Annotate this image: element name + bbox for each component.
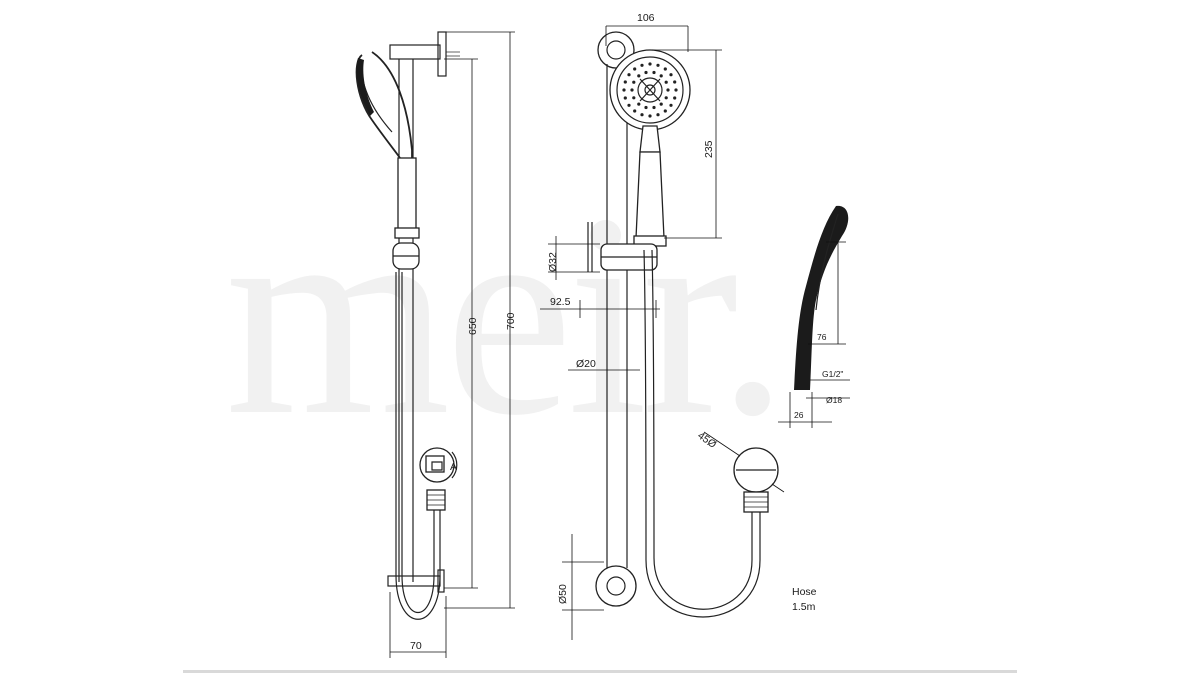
nozzle-dot: [640, 63, 644, 67]
nozzle-dot: [637, 102, 641, 106]
nozzle-dot: [648, 114, 652, 118]
dim-head-to-grip: 235: [703, 140, 715, 158]
handle-detail: 76 G1/2" Ø18 26: [778, 205, 850, 428]
dim-rail-height: 650: [467, 317, 479, 335]
nozzle-dot: [656, 63, 660, 67]
dim-rail-dia: Ø20: [576, 358, 596, 370]
spray-nozzles: [622, 62, 678, 118]
nozzle-dot: [633, 67, 637, 71]
nozzle-dot: [648, 62, 652, 66]
nozzle-dot: [652, 105, 656, 110]
nozzle-dot: [633, 109, 637, 113]
nozzle-dot: [663, 67, 667, 71]
nozzle-dot: [632, 96, 636, 100]
nozzle-dot: [640, 113, 644, 117]
nozzle-dot: [656, 113, 660, 117]
hose-length: 1.5m: [792, 601, 816, 613]
nozzle-dot: [652, 70, 656, 75]
nozzle-dot: [663, 109, 667, 113]
dim-elbow-dia: 45Ø: [695, 430, 718, 451]
dim-projection: 70: [410, 640, 422, 652]
nozzle-dot: [644, 105, 648, 110]
nozzle-dot: [674, 88, 678, 92]
dim-hose-end-dia: Ø18: [826, 395, 842, 405]
baseline-rule: [183, 670, 1017, 673]
dim-head-width: 106: [637, 12, 655, 24]
nozzle-dot: [627, 103, 631, 107]
dim-bracket-dia: Ø32: [547, 252, 559, 272]
dim-overall-height: 700: [505, 312, 517, 330]
dim-handle-base: 26: [794, 410, 804, 420]
nozzle-dot: [669, 73, 673, 77]
dim-bracket-offset: 92.5: [550, 296, 571, 308]
nozzle-dot: [666, 88, 670, 92]
nozzle-dot: [627, 73, 631, 77]
nozzle-dot: [644, 70, 648, 75]
nozzle-dot: [622, 88, 626, 92]
dim-handle-length: 76: [817, 332, 827, 342]
nozzle-dot: [673, 96, 677, 100]
nozzle-dot: [637, 74, 641, 78]
nozzle-dot: [659, 102, 663, 106]
nozzle-dot: [669, 103, 673, 107]
nozzle-dot: [623, 96, 627, 100]
nozzle-dot: [632, 80, 636, 84]
nozzle-dot: [659, 74, 663, 78]
hose-label: Hose: [792, 586, 817, 598]
nozzle-dot: [673, 80, 677, 84]
nozzle-dot: [630, 88, 634, 92]
nozzle-dot: [664, 96, 668, 100]
detail-label: A: [450, 461, 457, 473]
nozzle-dot: [623, 80, 627, 84]
nozzle-dot: [664, 80, 668, 84]
dim-thread: G1/2": [822, 369, 843, 379]
side-view: A 650 700 70: [355, 31, 517, 658]
front-view: 106 235 Ø32 92.5 Ø20 Ø50 45Ø: [540, 12, 785, 640]
dim-wall-plate-dia: Ø50: [557, 584, 569, 604]
